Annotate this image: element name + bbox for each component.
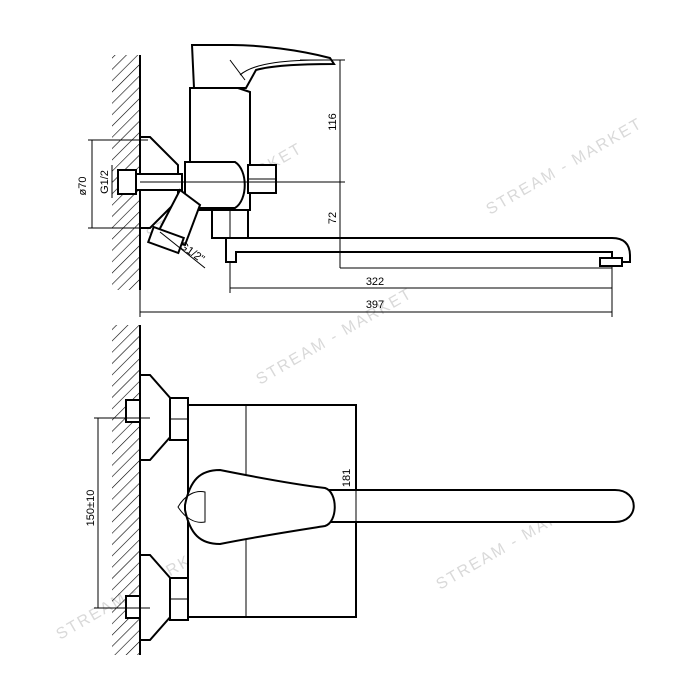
watermark-1: STREAM - MARKET: [484, 115, 646, 219]
dim-70-label: ø70: [77, 177, 89, 196]
dim-g12b-line: [159, 231, 206, 269]
lever-tip-bottom: [177, 491, 206, 523]
dim-181-label: 181: [341, 469, 353, 487]
spout-top: [225, 237, 631, 263]
dim-g12-label: G1/2: [99, 170, 111, 194]
angled-nut-top: [146, 225, 186, 255]
inlet-nut-upper: [125, 399, 141, 423]
inlet-nut-lower: [125, 595, 141, 619]
dim-72-label: 72: [327, 212, 339, 224]
dim-g12b-label: G1/2": [177, 240, 207, 266]
dim-322-label: 322: [366, 276, 384, 288]
plan-view: 181 150±10: [85, 325, 635, 655]
aerator-top: [599, 257, 623, 267]
dim-150-label: 150±10: [85, 490, 97, 527]
dim-397-label: 397: [366, 299, 384, 311]
inlet-nut-top: [117, 169, 137, 195]
dim-116-label: 116: [327, 113, 339, 131]
watermark-2: STREAM - MARKET: [254, 285, 416, 389]
lever-handle-top: [190, 44, 336, 89]
lever-handle-bottom: [184, 468, 336, 546]
valve-ring-top: [184, 161, 246, 209]
lever-detail-top: [229, 59, 246, 81]
spout-bottom: [329, 489, 635, 523]
